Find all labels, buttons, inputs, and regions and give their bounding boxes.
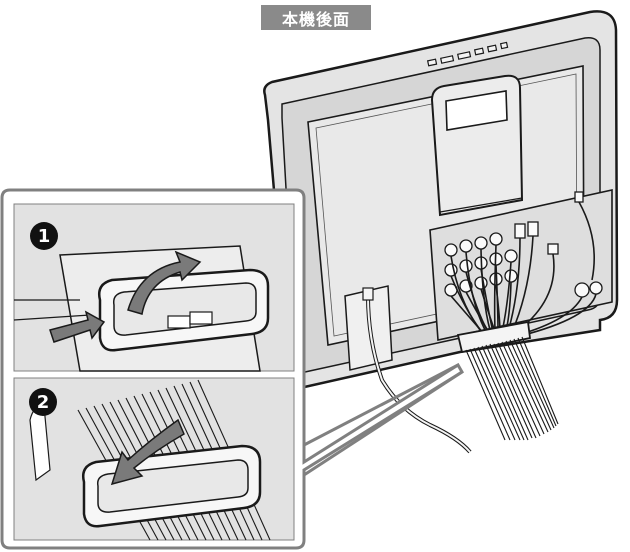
monitor-rear [263, 10, 619, 454]
carry-handle [430, 74, 524, 217]
step-1-number: 1 [30, 222, 58, 250]
curved-arrow-icon [127, 250, 202, 315]
connected-cables [450, 201, 597, 337]
step-2-number: 2 [29, 388, 57, 416]
step-1-illustration [13, 245, 270, 372]
step-2-illustration [29, 379, 271, 541]
cable-bundle [465, 336, 559, 441]
page-title: 本機後面 [261, 5, 371, 30]
inset-callout [0, 188, 465, 550]
push-arrow-icon [49, 310, 106, 343]
curved-arrow-icon [110, 418, 185, 486]
top-buttons [426, 41, 509, 67]
